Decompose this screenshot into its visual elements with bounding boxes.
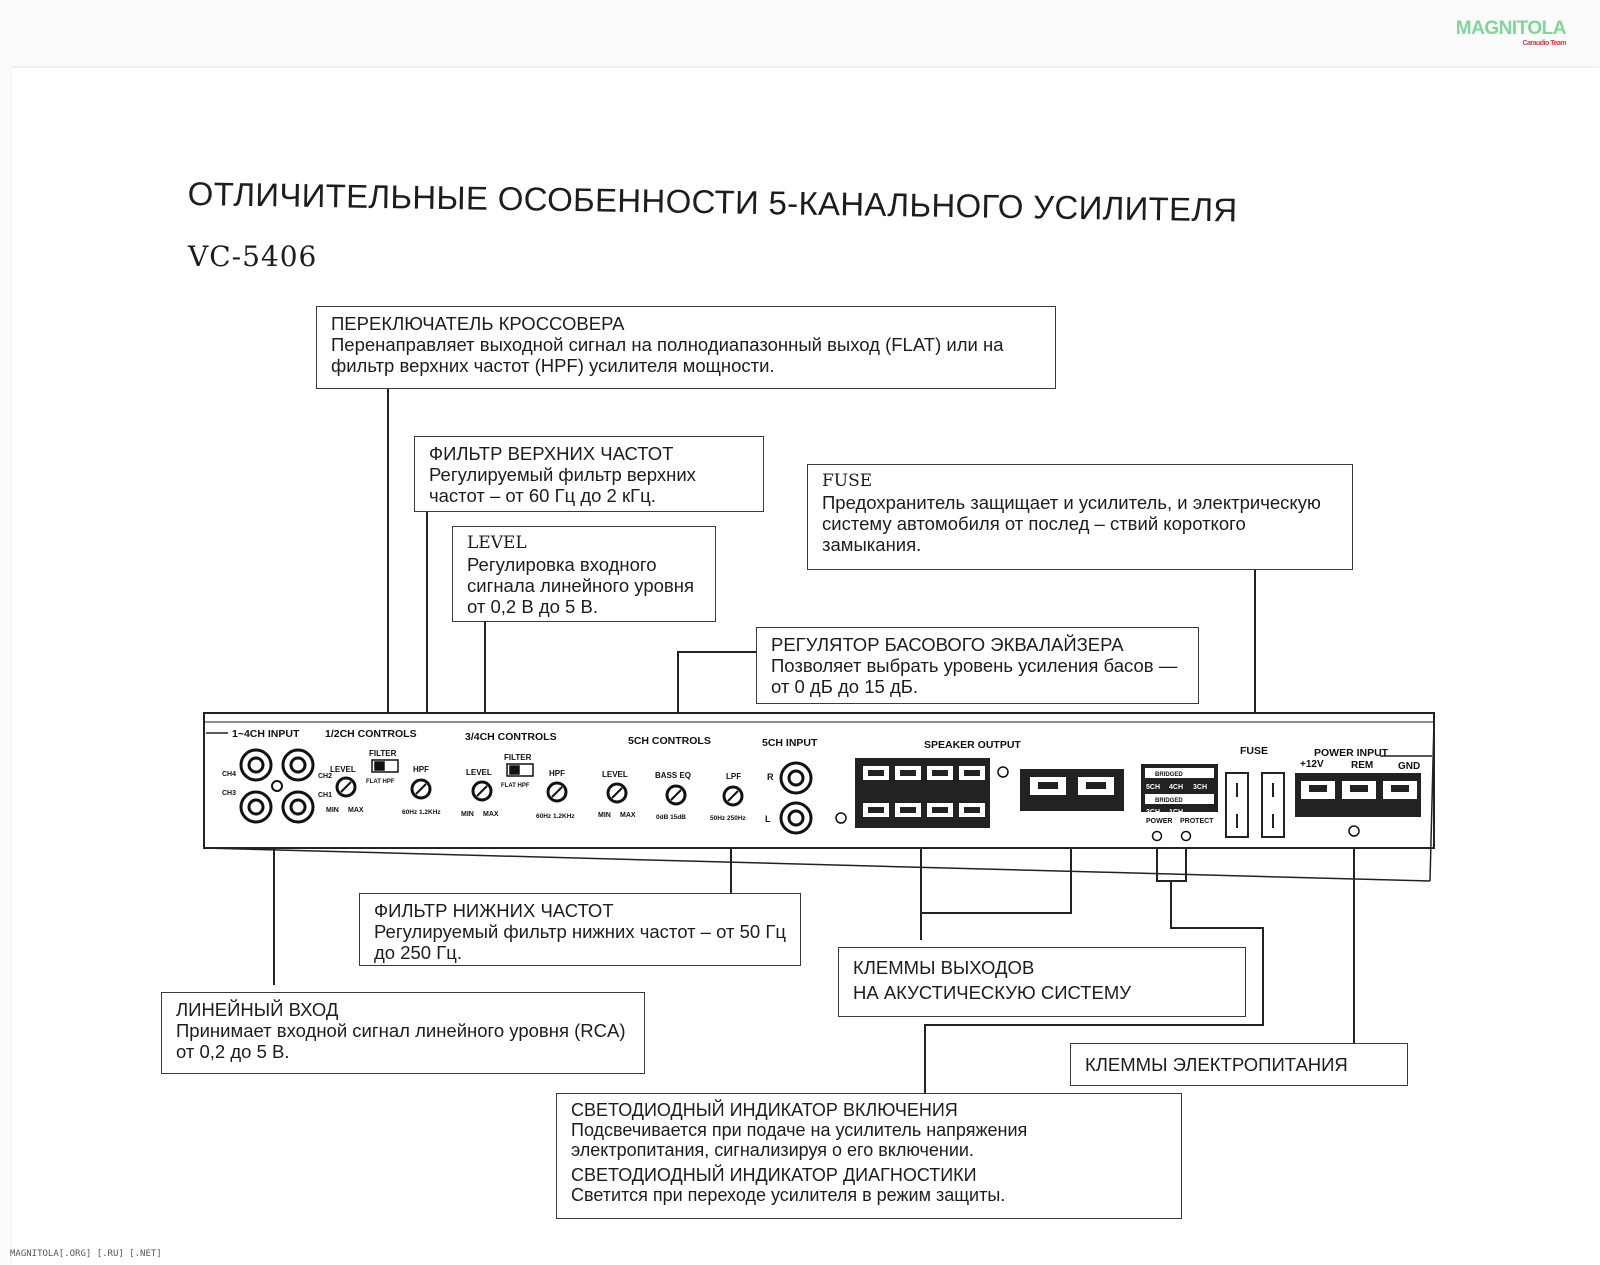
label-bass-eq: BASS EQ xyxy=(655,771,691,780)
label-hpf-range-1-2: 60Hz 1.2KHz xyxy=(402,809,441,816)
label-bridged-top: BRIDGED xyxy=(1155,772,1183,778)
label-flat-hpf-3-4: FLAT HPF xyxy=(501,783,530,789)
label-min-1: MIN xyxy=(326,807,339,814)
bridge-indicator-block: BRIDGED BRIDGED 5CH 4CH 3CH 2CH 1CH POWE… xyxy=(1141,764,1218,842)
callout-bass-eq: РЕГУЛЯТОР БАСОВОГО ЭКВАЛАЙЗЕРА Позволяет… xyxy=(756,627,1199,704)
footer-watermark: MAGNITOLA[.ORG] [.RU] [.NET] xyxy=(10,1249,162,1259)
watermark-brand: MAGNITOLA xyxy=(1455,18,1567,39)
label-lpf-range: 50Hz 250Hz xyxy=(710,815,747,822)
label-bridged-bottom: BRIDGED xyxy=(1155,798,1183,804)
label-3ch: 3CH xyxy=(1193,784,1207,791)
crossover-heading: ПЕРЕКЛЮЧАТЕЛЬ КРОССОВЕРА xyxy=(331,313,625,334)
level-heading: LEVEL xyxy=(467,533,527,553)
section-ctrl-3-4: 3/4CH CONTROLS xyxy=(465,731,557,743)
diag-led-heading: СВЕТОДИОДНЫЙ ИНДИКАТОР ДИАГНОСТИКИ xyxy=(571,1165,977,1185)
line-input-heading: ЛИНЕЙНЫЙ ВХОД xyxy=(176,999,339,1020)
diag-led-body: Светится при переходе усилителя в режим … xyxy=(571,1185,1006,1205)
callout-level: LEVEL Регулировка входного сигнала линей… xyxy=(452,526,716,622)
label-lpf: LPF xyxy=(726,772,741,781)
callout-leds: СВЕТОДИОДНЫЙ ИНДИКАТОР ВКЛЮЧЕНИЯ Подсвеч… xyxy=(556,1093,1182,1219)
callout-hpf: ФИЛЬТР ВЕРХНИХ ЧАСТОТ Регулируемый фильт… xyxy=(414,436,764,512)
label-gnd: GND xyxy=(1398,761,1420,772)
lpf-body: Регулируемый фильтр нижних частот – от 5… xyxy=(374,921,786,963)
rca-inputs-1-4 xyxy=(239,748,315,824)
label-flat-hpf-1-2: FLAT HPF xyxy=(366,779,395,785)
callout-crossover: ПЕРЕКЛЮЧАТЕЛЬ КРОССОВЕРА Перенаправляет … xyxy=(316,306,1056,389)
speaker-terminals-line2: НА АКУСТИЧЕСКУЮ СИСТЕМУ xyxy=(853,982,1132,1003)
model-number: VC-5406 xyxy=(188,240,318,273)
callout-speaker-terminals: КЛЕММЫ ВЫХОДОВ НА АКУСТИЧЕСКУЮ СИСТЕМУ xyxy=(838,947,1246,1017)
label-l: L xyxy=(765,814,771,824)
power-terminals-heading: КЛЕММЫ ЭЛЕКТРОПИТАНИЯ xyxy=(1085,1054,1348,1075)
label-ch4: CH4 xyxy=(222,771,236,778)
callout-fuse: FUSE Предохранитель защищает и усилитель… xyxy=(807,464,1353,570)
label-12v: +12V xyxy=(1300,759,1324,770)
watermark-logo: MAGNITOLA Caraudio Team xyxy=(1455,18,1567,47)
label-ch1: CH1 xyxy=(318,792,332,799)
label-min-2: MIN xyxy=(461,811,474,818)
protect-led xyxy=(1180,830,1192,842)
speaker-terminals-line1: КЛЕММЫ ВЫХОДОВ xyxy=(853,957,1035,978)
label-rem: REM xyxy=(1351,760,1373,771)
filter-switches xyxy=(371,759,534,777)
section-speaker-output: SPEAKER OUTPUT xyxy=(924,739,1021,751)
section-ctrl-5: 5CH CONTROLS xyxy=(628,735,711,747)
label-2ch: 2CH xyxy=(1146,809,1160,816)
label-hpf-1-2: HPF xyxy=(413,765,429,774)
leader-speaker-b xyxy=(921,830,1072,914)
label-max-1: MAX xyxy=(348,807,364,814)
label-hpf-3-4: HPF xyxy=(549,769,565,778)
section-ctrl-1-2: 1/2CH CONTROLS xyxy=(325,728,417,740)
amplifier-panel: 1~4CH INPUT 1/2CH CONTROLS 3/4CH CONTROL… xyxy=(203,712,1435,882)
leader-leds xyxy=(924,881,1264,1093)
bass-eq-body: Позволяет выбрать уровень усиления басов… xyxy=(771,655,1178,697)
fuse-heading: FUSE xyxy=(822,471,873,491)
hpf-heading: ФИЛЬТР ВЕРХНИХ ЧАСТОТ xyxy=(429,443,674,464)
section-power-input: POWER INPUT xyxy=(1314,747,1389,759)
section-fuse: FUSE xyxy=(1240,745,1268,757)
crossover-body: Перенаправляет выходной сигнал на полнод… xyxy=(331,334,1004,376)
fuse-body: Предохранитель защищает и усилитель, и э… xyxy=(822,492,1321,555)
level-body: Регулировка входного сигнала линейного у… xyxy=(467,554,694,617)
speaker-terminals xyxy=(855,758,1124,828)
callout-lpf: ФИЛЬТР НИЖНИХ ЧАСТОТ Регулируемый фильтр… xyxy=(359,893,801,966)
hpf-body: Регулируемый фильтр верхних частот – от … xyxy=(429,464,696,506)
callout-power-terminals: КЛЕММЫ ЭЛЕКТРОПИТАНИЯ xyxy=(1070,1043,1408,1086)
label-filter-1-2: FILTER xyxy=(369,749,397,758)
label-r: R xyxy=(767,772,774,782)
lpf-heading: ФИЛЬТР НИЖНИХ ЧАСТОТ xyxy=(374,900,614,921)
power-led xyxy=(1151,830,1163,842)
section-input-5: 5CH INPUT xyxy=(762,737,818,749)
rca-inputs-5ch xyxy=(779,761,847,835)
power-led-heading: СВЕТОДИОДНЫЙ ИНДИКАТОР ВКЛЮЧЕНИЯ xyxy=(571,1100,958,1120)
label-max-2: MAX xyxy=(483,811,499,818)
label-protect-led: PROTECT xyxy=(1180,818,1214,825)
label-4ch: 4CH xyxy=(1169,784,1183,791)
section-input-1-4: 1~4CH INPUT xyxy=(232,728,300,740)
bass-eq-heading: РЕГУЛЯТОР БАСОВОГО ЭКВАЛАЙЗЕРА xyxy=(771,634,1124,655)
label-bass-range: 0dB 15dB xyxy=(656,814,686,821)
label-hpf-range-3-4: 60Hz 1.2KHz xyxy=(536,813,575,820)
label-1ch: 1CH xyxy=(1169,809,1183,816)
label-5ch: 5CH xyxy=(1146,784,1160,791)
callout-line-input: ЛИНЕЙНЫЙ ВХОД Принимает входной сигнал л… xyxy=(161,992,645,1074)
line-input-body: Принимает входной сигнал линейного уровн… xyxy=(176,1020,626,1062)
label-level-3-4: LEVEL xyxy=(466,768,492,777)
power-led-body: Подсвечивается при подаче на усилитель н… xyxy=(571,1120,1028,1160)
label-level-5: LEVEL xyxy=(602,770,628,779)
label-min-3: MIN xyxy=(598,812,611,819)
power-terminals: +12V REM GND xyxy=(1295,759,1421,837)
label-max-3: MAX xyxy=(620,812,636,819)
fuses xyxy=(1225,772,1285,838)
label-level-1-2: LEVEL xyxy=(330,765,356,774)
watermark-subtitle: Caraudio Team xyxy=(1522,40,1566,47)
label-ch2: CH2 xyxy=(318,773,332,780)
label-ch3: CH3 xyxy=(222,790,236,797)
label-filter-3-4: FILTER xyxy=(504,753,532,762)
label-power-led: POWER xyxy=(1146,818,1172,825)
